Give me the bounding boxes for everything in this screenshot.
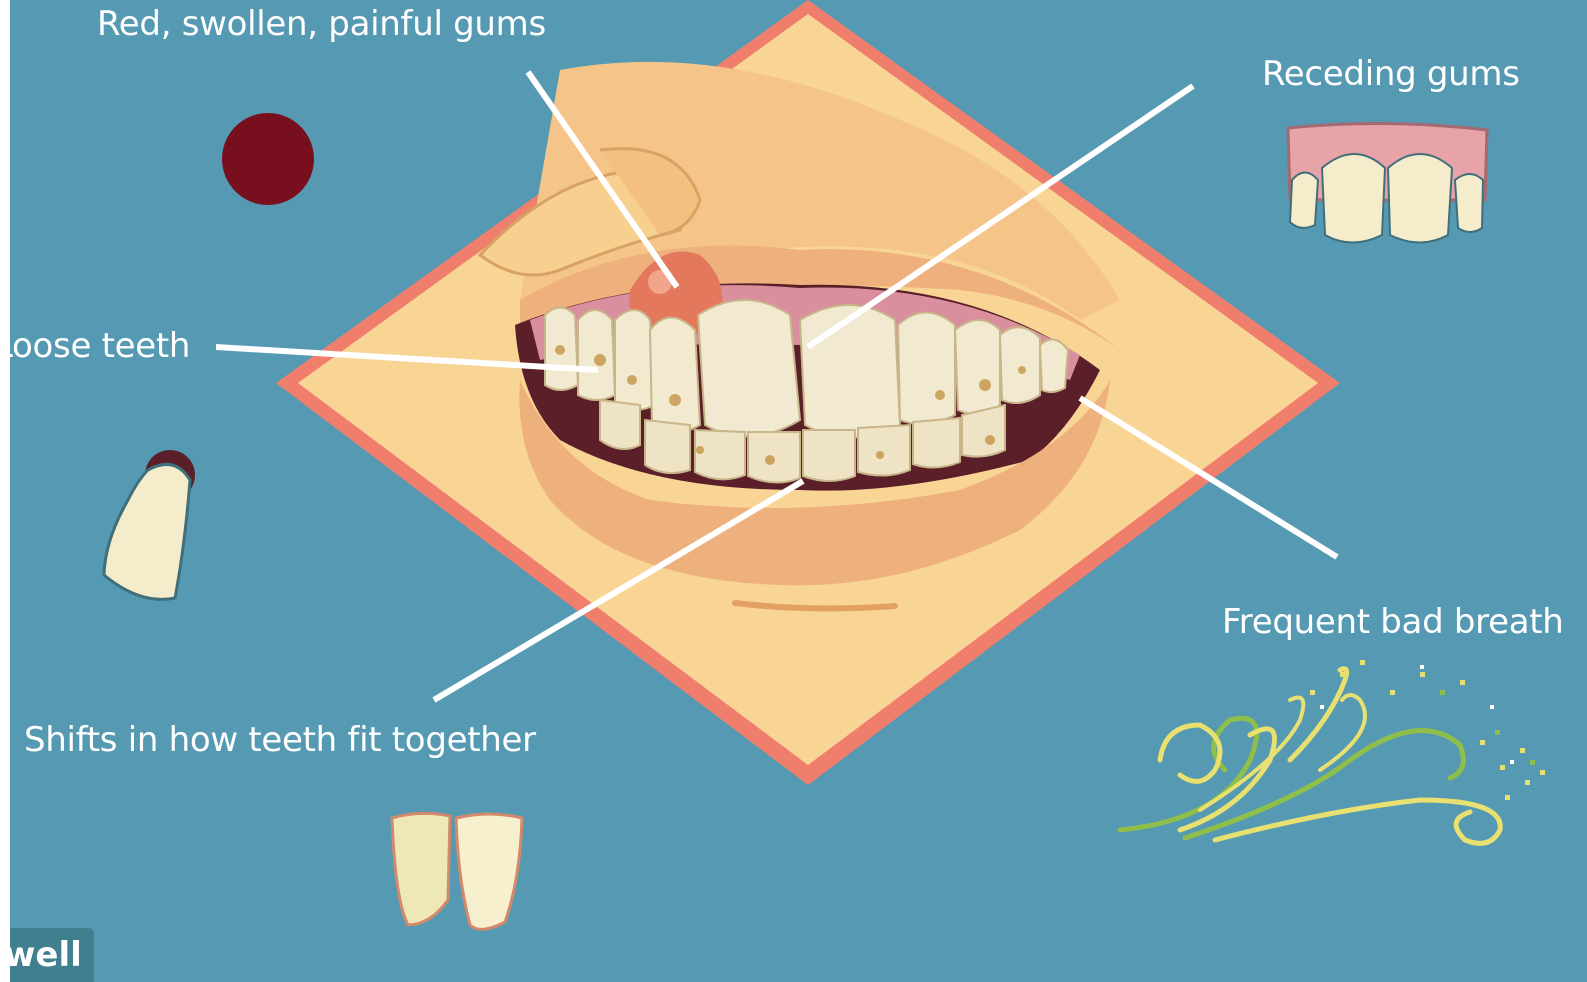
label-loose-teeth: Loose teeth bbox=[0, 326, 190, 366]
red-dot-icon bbox=[222, 113, 314, 205]
breath-swirl-icon bbox=[1120, 660, 1545, 843]
label-bite-shift: Shifts in how teeth fit together bbox=[24, 720, 536, 760]
label-red-swollen-gums: Red, swollen, painful gums bbox=[97, 4, 546, 44]
brand-logo: well bbox=[10, 928, 94, 982]
shifted-teeth-icon bbox=[392, 813, 522, 929]
receding-gums-icon bbox=[1288, 123, 1487, 242]
loose-tooth-icon bbox=[104, 450, 195, 599]
label-receding-gums: Receding gums bbox=[1262, 54, 1520, 94]
label-bad-breath: Frequent bad breath bbox=[1222, 602, 1564, 642]
